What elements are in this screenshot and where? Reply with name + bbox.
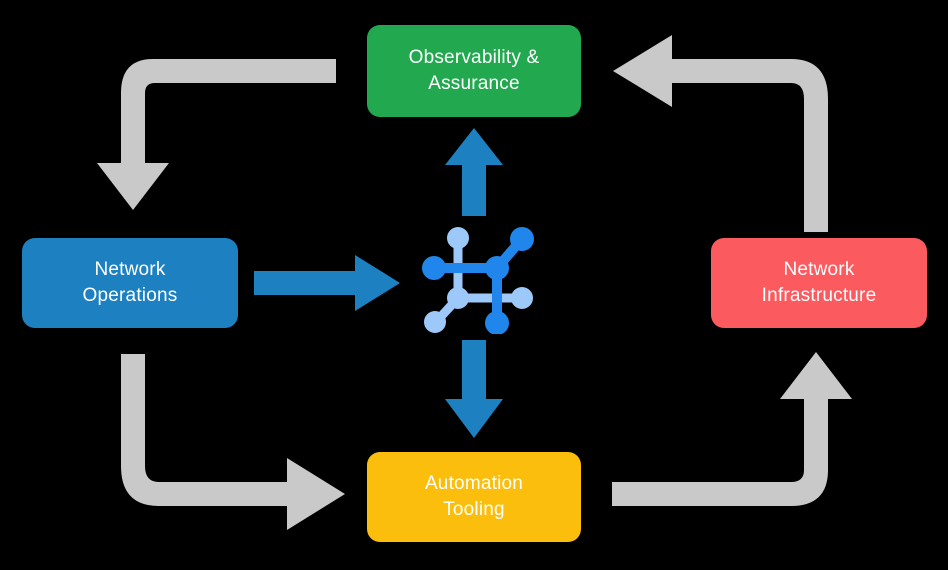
arrow-observability-to-operations xyxy=(97,59,336,210)
network-topology-icon xyxy=(422,227,534,334)
node-label-network-infrastructure: Network Infrastructure xyxy=(761,258,877,306)
node-box-automation-tooling[interactable]: Automation Tooling xyxy=(367,452,581,542)
node-box-network-operations[interactable]: Network Operations xyxy=(22,238,238,328)
arrow-operations-to-center xyxy=(254,255,400,311)
arrow-infrastructure-to-observability xyxy=(613,35,828,232)
arrow-operations-to-automation xyxy=(121,354,345,530)
node-label-network-operations: Network Operations xyxy=(82,258,178,306)
node-label-observability: Observability & Assurance xyxy=(408,46,540,94)
network-icon-light-nodes xyxy=(424,227,533,333)
network-icon-dark-nodes xyxy=(422,227,534,334)
arrow-center-to-observability xyxy=(445,128,503,216)
arrow-automation-to-infrastructure xyxy=(612,352,852,506)
arrow-center-to-automation xyxy=(445,340,503,438)
node-label-automation-tooling: Automation Tooling xyxy=(424,472,524,520)
node-box-observability[interactable]: Observability & Assurance xyxy=(367,25,581,117)
node-box-network-infrastructure[interactable]: Network Infrastructure xyxy=(711,238,927,328)
